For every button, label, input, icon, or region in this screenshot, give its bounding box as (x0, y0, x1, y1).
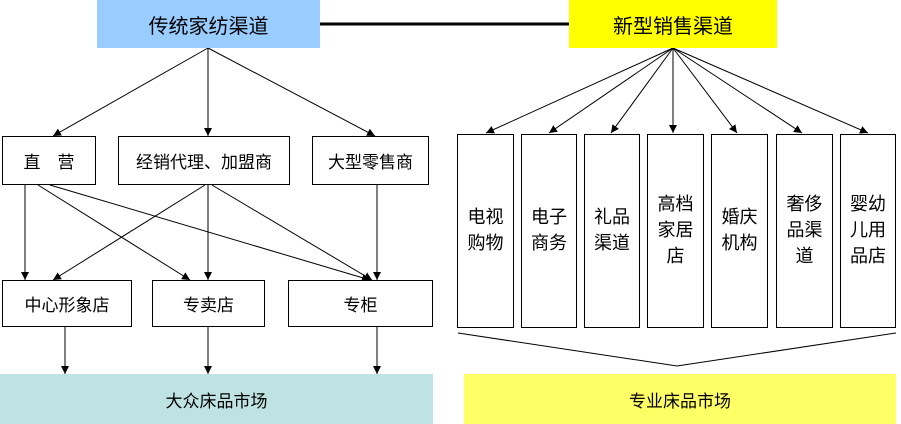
arrow-trad-to-direct (52, 47, 209, 137)
new-channel-header: 新型销售渠道 (569, 0, 777, 48)
outlet-counter: 专柜 (288, 280, 433, 327)
arrow-new-to-ecommerce (548, 47, 674, 134)
channel-gift: 礼品渠道 (584, 134, 640, 328)
arrow-direct-to-store (37, 184, 191, 281)
professional-market-banner: 专业床品市场 (464, 374, 896, 424)
channel-tv-shopping: 电视购物 (457, 134, 514, 328)
traditional-channel-header: 传统家纺渠道 (97, 0, 320, 48)
arrow-new-to-luxury (672, 47, 803, 134)
arrow-new-to-wedding (672, 47, 738, 134)
channel-direct: 直 营 (2, 136, 96, 185)
arrow-trad-to-retailer (207, 47, 376, 137)
arrow-distributor-to-flagship (52, 184, 206, 281)
market-brace (457, 332, 897, 367)
arrow-new-to-tv (485, 47, 674, 134)
channel-distributor-franchise: 经销代理、加盟商 (118, 136, 290, 185)
channel-large-retailer: 大型零售商 (312, 136, 429, 185)
outlet-exclusive-store: 专卖店 (152, 280, 265, 327)
mass-market-banner: 大众床品市场 (0, 374, 433, 424)
channel-high-end-home: 高档家居店 (647, 134, 704, 328)
channel-baby-products: 婴幼儿用品店 (840, 134, 896, 328)
channel-ecommerce: 电子商务 (521, 134, 577, 328)
arrow-distributor-to-counter (211, 184, 373, 281)
arrow-new-to-baby (672, 47, 869, 134)
outlet-flagship-store: 中心形象店 (2, 280, 132, 327)
arrow-new-to-gift (610, 47, 674, 134)
channel-wedding: 婚庆机构 (711, 134, 768, 328)
channel-luxury: 奢侈品渠道 (776, 134, 833, 328)
arrow-direct-to-counter (49, 184, 371, 282)
